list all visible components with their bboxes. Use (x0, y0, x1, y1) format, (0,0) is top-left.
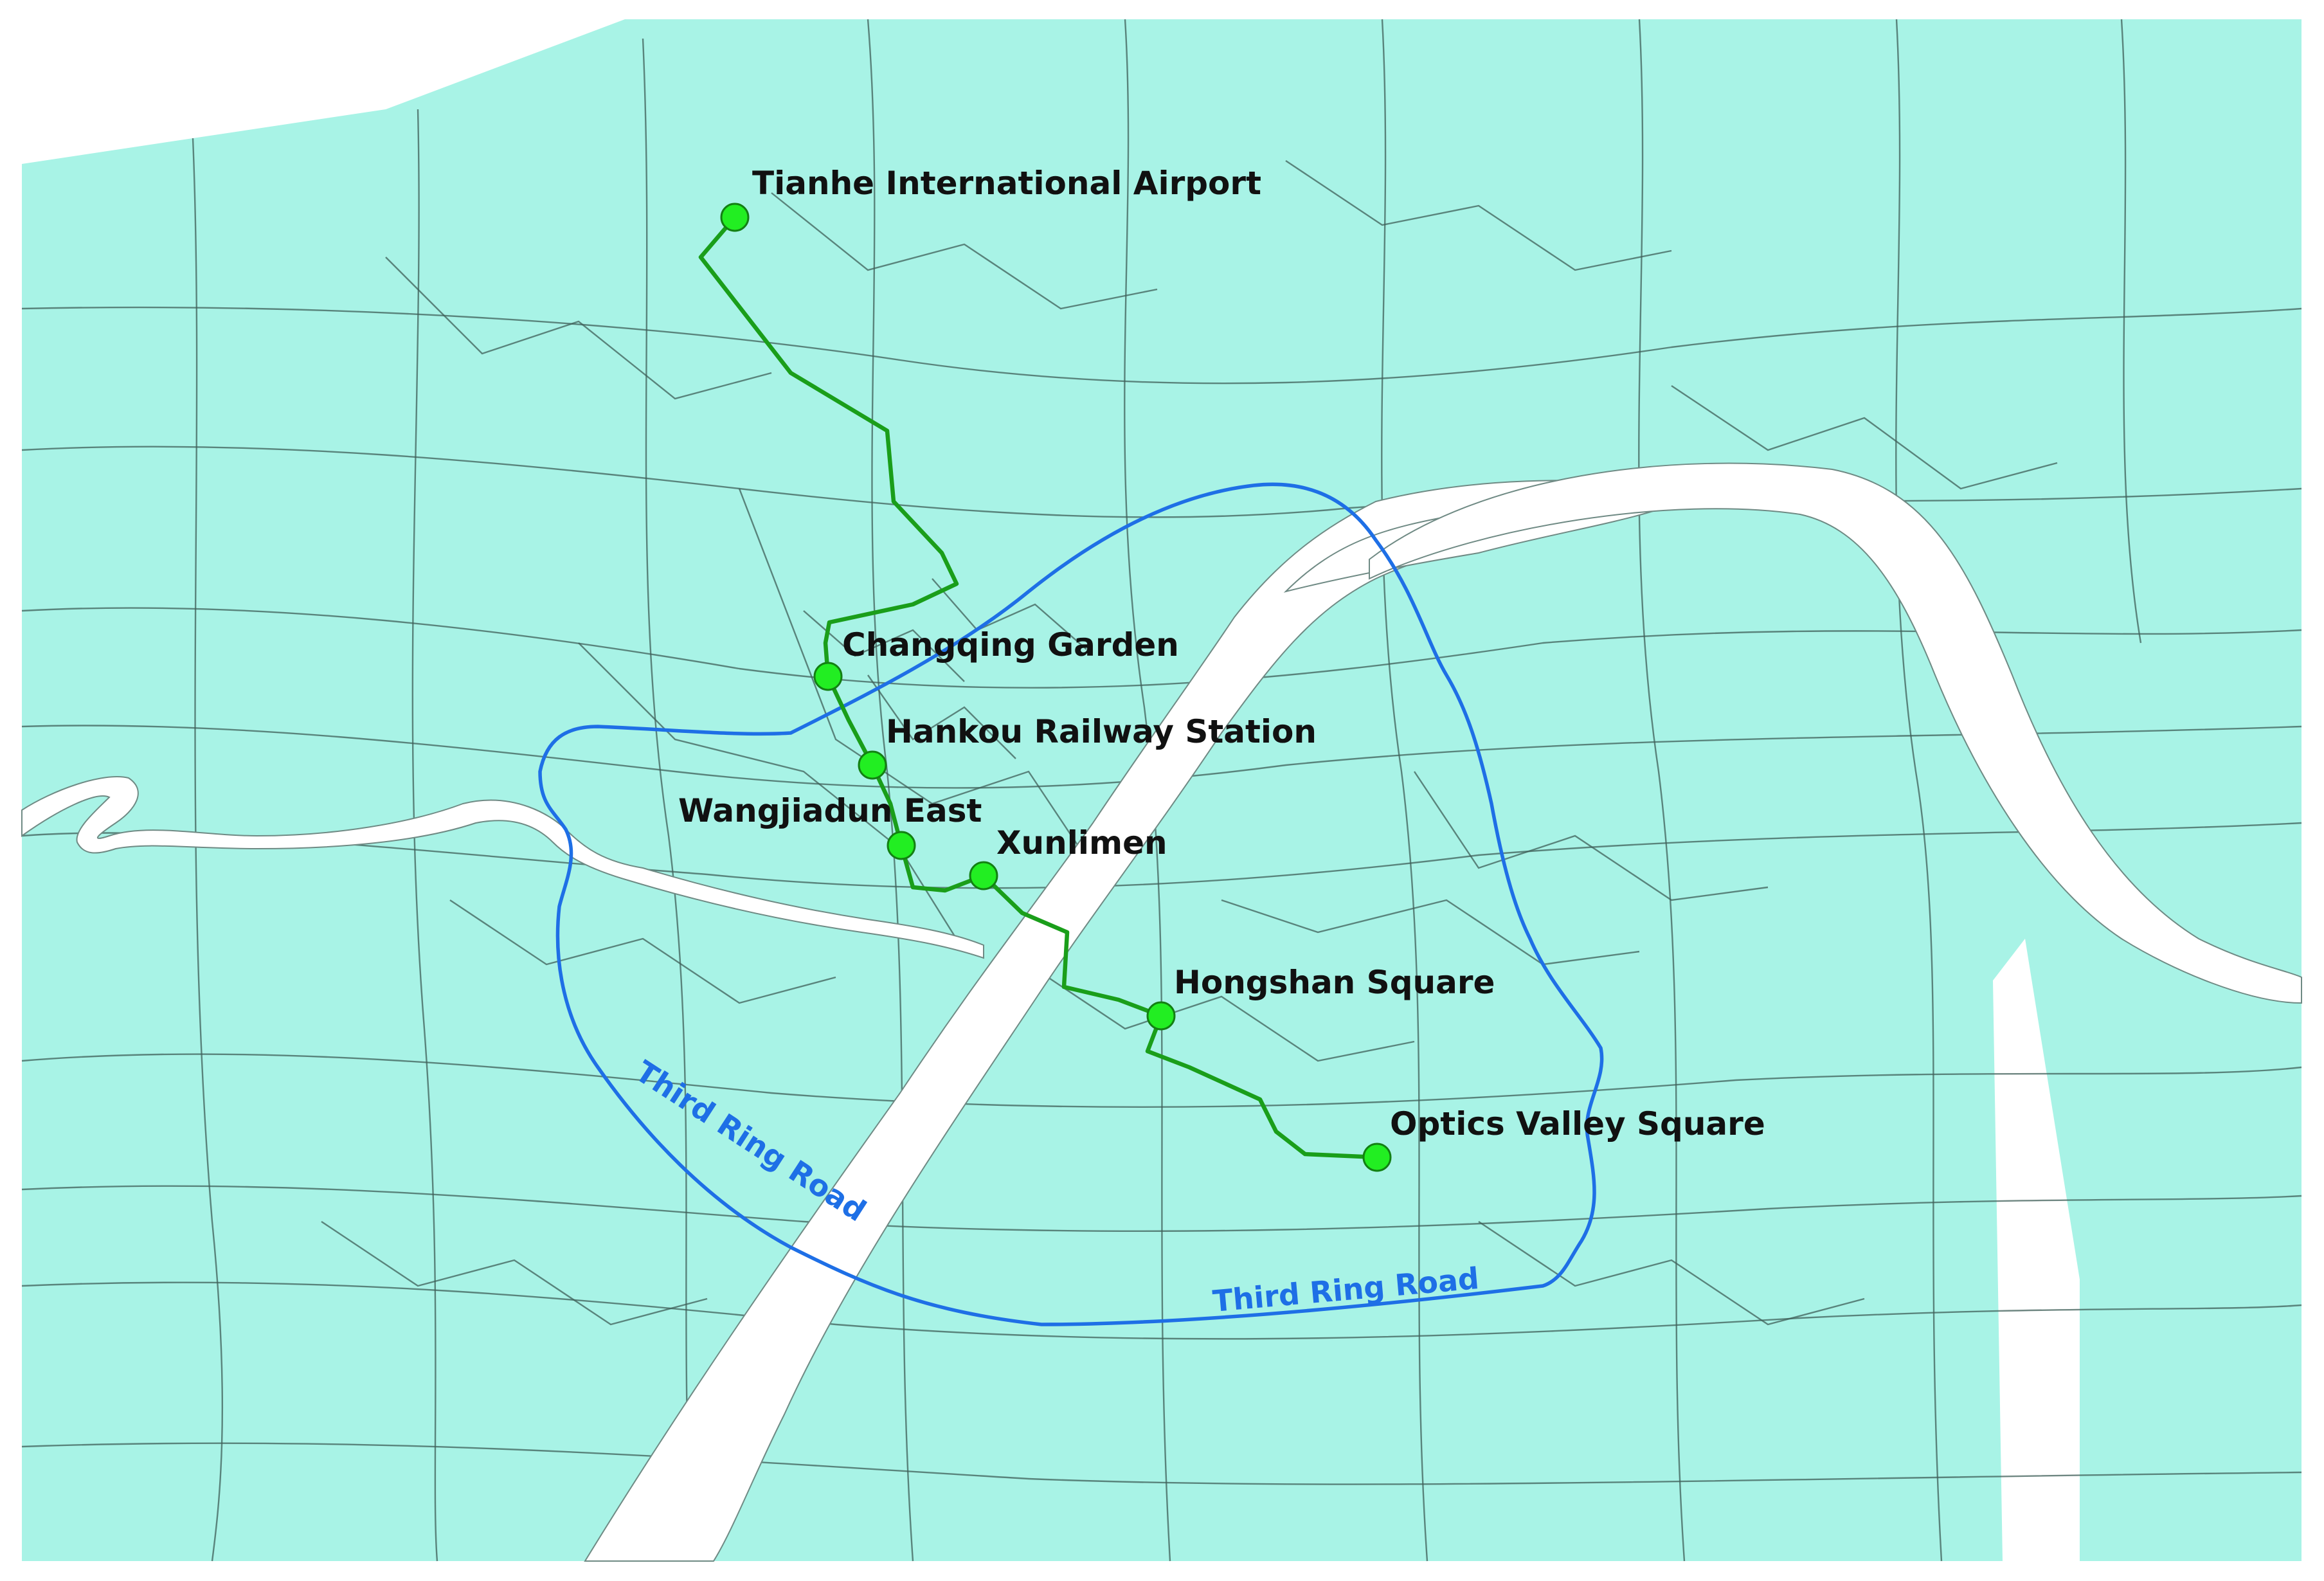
station-label-optics-valley: Optics Valley Square (1390, 1105, 1765, 1143)
station-label-changqing-garden: Changqing Garden (842, 626, 1179, 664)
station-marker-tianhe-airport[interactable] (720, 203, 750, 232)
station-marker-xunlimen[interactable] (969, 861, 998, 890)
station-marker-hankou-railway[interactable] (858, 750, 887, 780)
station-label-hankou-railway: Hankou Railway Station (886, 713, 1317, 750)
station-label-hongshan-square: Hongshan Square (1174, 964, 1495, 1001)
metro-stations (720, 203, 1392, 1172)
station-marker-hongshan-square[interactable] (1146, 1001, 1176, 1031)
east-river-arm (1369, 462, 2302, 1004)
station-marker-optics-valley[interactable] (1362, 1143, 1392, 1172)
han-river (21, 776, 984, 959)
station-marker-wangjiadun-east[interactable] (887, 831, 916, 860)
third-ring-road (538, 482, 1604, 1326)
station-label-xunlimen: Xunlimen (996, 824, 1167, 862)
district-boundaries (21, 19, 2302, 1562)
station-label-tianhe-airport: Tianhe International Airport (752, 165, 1261, 202)
station-label-wangjiadun-east: Wangjiadun East (678, 792, 982, 829)
station-marker-changqing-garden[interactable] (813, 662, 843, 691)
